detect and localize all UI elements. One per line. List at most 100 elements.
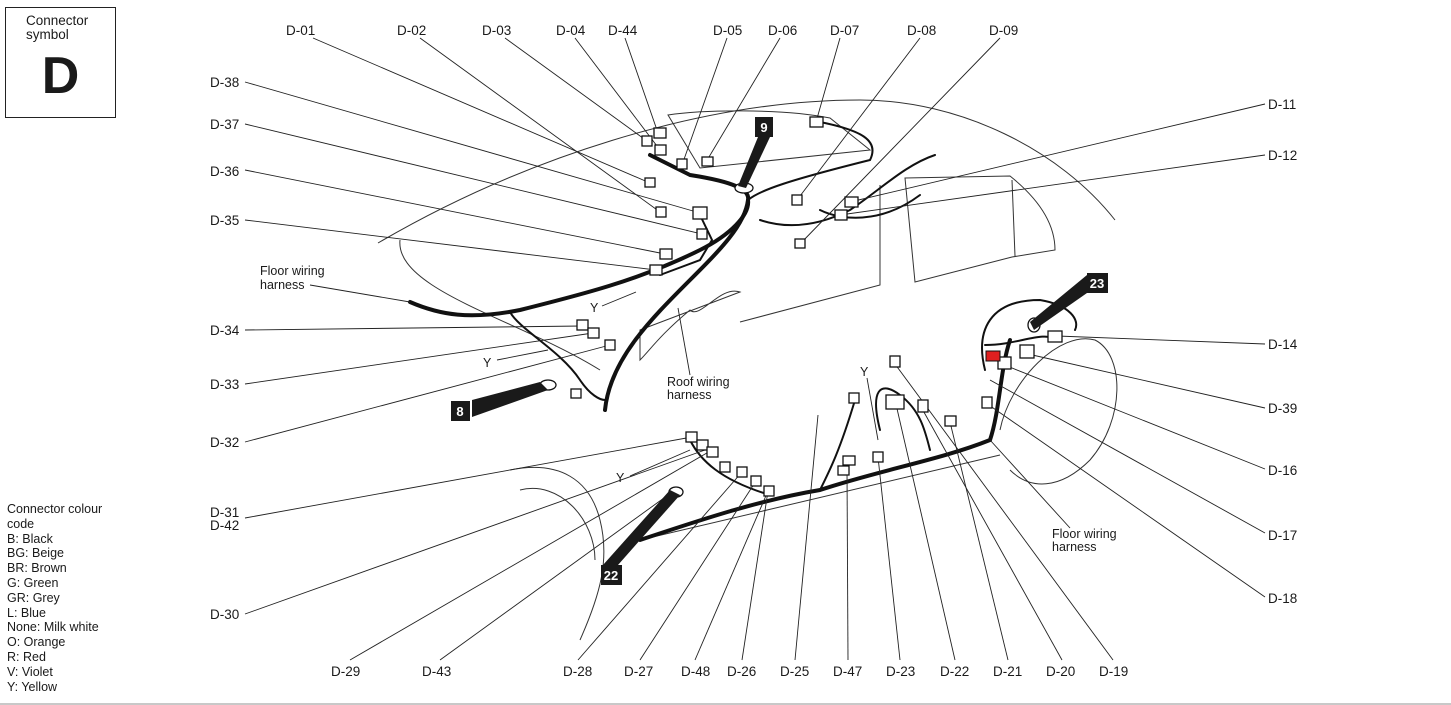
connector-block — [844, 196, 859, 208]
connector-label-d26: D-26 — [727, 664, 756, 679]
connector-label-d09: D-09 — [989, 23, 1018, 38]
connector-label-d35: D-35 — [210, 213, 239, 228]
connector-label-d48: D-48 — [681, 664, 710, 679]
y-marker: Y — [616, 471, 625, 485]
connector-labels-top: D-01 D-02 D-03 D-04 D-44 D-05 D-06 D-07 … — [286, 23, 1018, 38]
connector-label-d31: D-31 — [210, 505, 239, 520]
roof-harness-line2: harness — [667, 388, 711, 402]
connector-label-d29: D-29 — [331, 664, 360, 679]
connector-label-d07: D-07 — [830, 23, 859, 38]
connector-label-d43: D-43 — [422, 664, 451, 679]
red-connector-highlight — [985, 350, 1001, 362]
connector-label-d20: D-20 — [1046, 664, 1075, 679]
connector-label-d18: D-18 — [1268, 591, 1297, 606]
connector-block — [706, 446, 719, 458]
connector-block — [587, 327, 600, 339]
connector-block — [644, 177, 656, 188]
connector-block — [1019, 344, 1035, 359]
legend-item: GR: Grey — [7, 590, 60, 605]
connector-block — [1047, 330, 1063, 343]
legend-item: O: Orange — [7, 635, 66, 650]
legend-title: Connector colour code — [7, 502, 103, 531]
connector-block — [676, 158, 688, 170]
connector-label-d27: D-27 — [624, 664, 653, 679]
badge-9 — [755, 117, 773, 137]
connector-label-d23: D-23 — [886, 664, 915, 679]
badge-9-pointer — [738, 137, 770, 188]
location-badges: 9 8 23 22 — [451, 117, 1108, 585]
badge-22 — [601, 565, 622, 585]
connector-label-d34: D-34 — [210, 323, 240, 338]
badge-9-label: 9 — [760, 120, 767, 135]
colour-code-legend: Connector colour code B: Black BG: Beige… — [7, 502, 102, 694]
connector-block — [604, 339, 616, 351]
connector-symbol-caption: Connector symbol — [26, 13, 89, 42]
connector-label-d32: D-32 — [210, 435, 239, 450]
leader-lines — [244, 37, 1266, 661]
bottom-divider — [0, 703, 1451, 705]
connector-block — [794, 238, 806, 249]
connector-block — [659, 248, 673, 260]
y-marker: Y — [860, 365, 869, 379]
connector-block — [641, 135, 653, 147]
legend-item: BR: Brown — [7, 561, 67, 576]
badge-23-pointer — [1030, 275, 1087, 330]
roof-harness-line1: Roof wiring — [667, 375, 730, 389]
legend-item: G: Green — [7, 575, 59, 590]
connector-label-d11: D-11 — [1268, 97, 1296, 112]
badge-23 — [1087, 273, 1108, 293]
connector-label-d06: D-06 — [768, 23, 797, 38]
connector-block — [763, 485, 775, 497]
connector-block — [848, 392, 860, 404]
connector-label-d17: D-17 — [1268, 528, 1297, 543]
connector-block — [736, 466, 748, 478]
connector-block — [889, 355, 901, 368]
connector-labels-left: D-38 D-37 D-36 D-35 D-34 D-33 D-32 D-31 … — [210, 75, 240, 622]
connector-block — [576, 319, 589, 331]
vehicle-body-outline — [377, 99, 1118, 641]
connector-label-d19: D-19 — [1099, 664, 1128, 679]
connector-label-d16: D-16 — [1268, 463, 1297, 478]
connector-block — [655, 206, 667, 218]
floor-harness-right-line2: harness — [1052, 540, 1096, 554]
connector-block — [809, 116, 824, 128]
connector-block — [872, 451, 884, 463]
legend-item: Y: Yellow — [7, 679, 58, 694]
connector-label-d39: D-39 — [1268, 401, 1297, 416]
connector-block — [696, 439, 709, 451]
connector-label-d36: D-36 — [210, 164, 239, 179]
badge-22-label: 22 — [604, 568, 618, 583]
badge-22-pointer — [603, 490, 680, 565]
floor-harness-left-line1: Floor wiring — [260, 264, 325, 278]
connector-label-d44: D-44 — [608, 23, 638, 38]
connector-label-d22: D-22 — [940, 664, 969, 679]
badge-23-label: 23 — [1090, 276, 1104, 291]
connector-block — [692, 206, 708, 220]
connector-label-d37: D-37 — [210, 117, 239, 132]
connector-label-d28: D-28 — [563, 664, 592, 679]
connector-block — [685, 431, 698, 443]
connector-label-d01: D-01 — [286, 23, 315, 38]
floor-harness-left-line2: harness — [260, 278, 304, 292]
connector-block — [885, 394, 905, 410]
connector-block — [653, 127, 667, 139]
connector-block — [837, 465, 850, 476]
badge-8-label: 8 — [456, 404, 463, 419]
legend-item: V: Violet — [7, 664, 53, 679]
connector-block — [750, 475, 762, 487]
badge-8 — [451, 401, 470, 421]
wiring-harness — [408, 121, 1078, 542]
connector-label-d08: D-08 — [907, 23, 936, 38]
connector-label-d42: D-42 — [210, 518, 239, 533]
connector-label-d12: D-12 — [1268, 148, 1297, 163]
connector-label-d30: D-30 — [210, 607, 239, 622]
connector-block — [719, 461, 731, 473]
legend-item: L: Blue — [7, 605, 46, 620]
connector-block — [997, 356, 1012, 370]
connector-labels-right: D-11 D-12 D-14 D-39 D-16 D-17 D-18 — [1268, 97, 1298, 606]
connector-label-d38: D-38 — [210, 75, 239, 90]
legend-item: R: Red — [7, 649, 46, 664]
connector-label-d04: D-04 — [556, 23, 586, 38]
connector-labels-bottom: D-29 D-43 D-28 D-27 D-48 D-26 D-25 D-47 … — [331, 664, 1128, 679]
y-marker: Y — [590, 301, 599, 315]
